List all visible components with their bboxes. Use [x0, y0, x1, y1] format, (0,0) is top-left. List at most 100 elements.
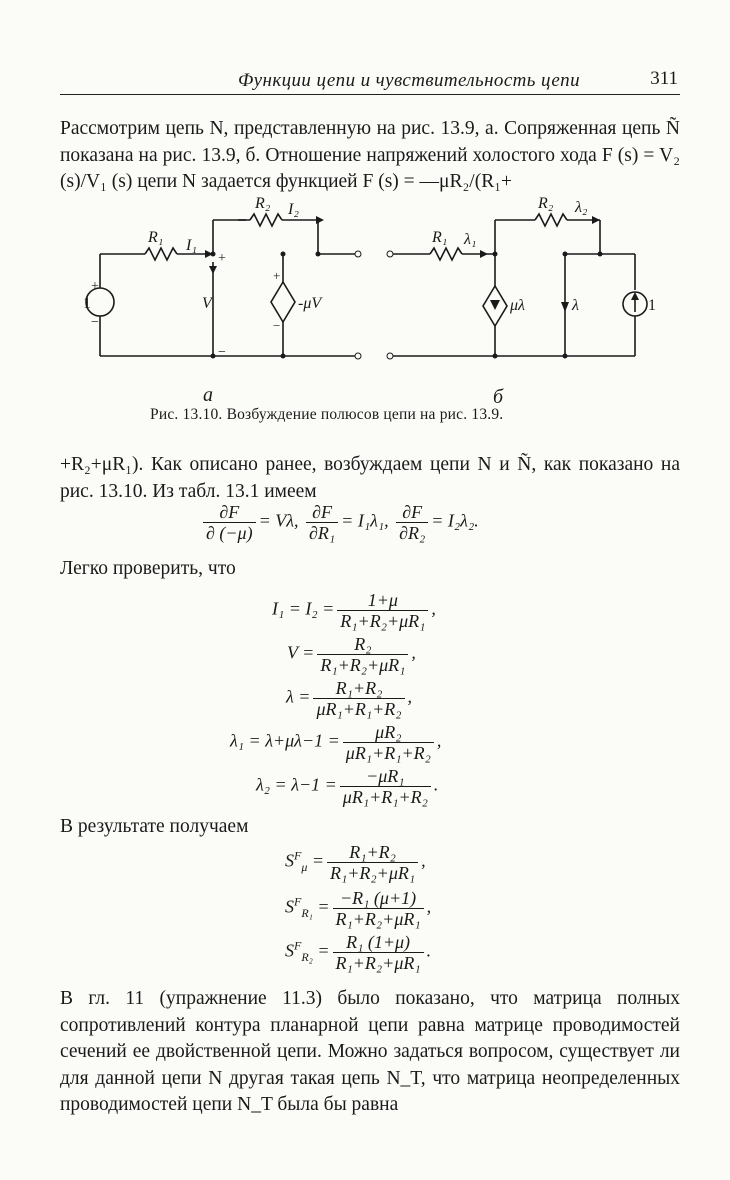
deriv-2-rhs: = I₁λ₁, — [341, 510, 389, 531]
deriv-1-rhs: = Vλ, — [258, 510, 299, 531]
deriv-3-rhs: = I₂λ₂. — [431, 510, 479, 531]
s2-sub: R₁ — [301, 906, 313, 921]
label-a-R2: R₂ — [254, 195, 271, 212]
eq2-num: R₂ — [354, 634, 372, 654]
deriv-2-den: ∂R₁ — [306, 522, 339, 543]
label-b-R2: R₂ — [537, 195, 554, 212]
label-b-lambda: λ — [571, 297, 579, 314]
eq4-den: μR₁+R₁+R₂ — [342, 742, 434, 763]
label-a-minus-2: − — [218, 345, 226, 360]
eq2-end: , — [411, 642, 416, 663]
label-b-R1: R₁ — [431, 229, 447, 246]
header-title: Функции цепи и чувствительность цепи — [238, 70, 580, 91]
s2-num: −R₁ (μ+1) — [340, 888, 417, 908]
s2-sup: F — [294, 894, 302, 909]
label-a-plus-2: + — [218, 251, 226, 266]
s3-num: R₁ (1+μ) — [346, 932, 411, 952]
eq4-end: , — [436, 730, 442, 751]
label-a-V: V — [202, 295, 214, 312]
s3-frac: R₁ (1+μ)R₁+R₂+μR₁ — [332, 932, 424, 973]
label-a-R1: R₁ — [147, 229, 163, 246]
derivatives-equation: ∂F∂ (−μ)= Vλ, ∂F∂R₁= I₁λ₁, ∂F∂R₂= I₂λ₂. — [200, 502, 479, 543]
s2-frac: −R₁ (μ+1)R₁+R₂+μR₁ — [332, 888, 424, 929]
paragraph-chapter11: В гл. 11 (упражнение 11.3) было показано… — [60, 988, 680, 1115]
figure-caption: Рис. 13.10. Возбуждение полюсов цепи на … — [150, 406, 504, 423]
circuit-figure: R₁ I₁ R₂ I₂ V -μV 1 + − + − + − R₁ λ₁ R₂… — [80, 192, 660, 422]
s3-sub: R₂ — [301, 950, 313, 965]
eq3-den: μR₁+R₁+R₂ — [313, 698, 405, 719]
label-a-plus-3: + — [273, 268, 280, 283]
deriv-1: ∂F∂ (−μ) — [203, 502, 256, 543]
paragraph-intro: Рассмотрим цепь N, представленную на рис… — [60, 118, 680, 192]
s1-sub: μ — [301, 860, 308, 875]
eq4-num: μR₂ — [375, 722, 402, 742]
eq1-den: R₁+R₂+μR₁ — [337, 610, 429, 631]
deriv-1-den: ∂ (−μ) — [203, 522, 256, 543]
s1-num: R₁+R₂ — [349, 842, 396, 862]
s1-lhs: S — [285, 850, 294, 871]
label-a-muV: -μV — [298, 295, 323, 312]
sensitivity-r1: SFR₁ =−R₁ (μ+1)R₁+R₂+μR₁, — [285, 888, 432, 929]
deriv-2-num: ∂F — [312, 502, 333, 522]
eq5-lhs: λ₂ = λ−1 = — [256, 774, 337, 795]
eq3-num: R₁+R₂ — [335, 678, 383, 698]
deriv-3-num: ∂F — [402, 502, 423, 522]
s1-sup: F — [294, 848, 302, 863]
deriv-2: ∂F∂R₁ — [306, 502, 339, 543]
s1-end: , — [421, 850, 426, 871]
subfigure-a-label: а — [203, 384, 213, 406]
subfigure-b-label: б — [493, 386, 504, 408]
eq5-end: . — [433, 774, 439, 795]
deriv-3-den: ∂R₂ — [396, 522, 429, 543]
eq3-lhs: λ = — [286, 686, 311, 707]
page-number: 311 — [650, 68, 678, 89]
paragraph-excitation: +R₂+μR₁). Как описано ранее, возбуждаем … — [60, 454, 680, 502]
paragraph-result: В результате получаем — [60, 816, 249, 837]
eq1-num: 1+μ — [367, 590, 398, 610]
label-b-source: 1 — [648, 297, 656, 314]
label-a-source: 1 — [83, 295, 91, 312]
s2-end: , — [426, 896, 432, 917]
eq3-end: , — [407, 686, 413, 707]
sensitivity-r2: SFR₂ =R₁ (1+μ)R₁+R₂+μR₁. — [285, 932, 432, 973]
circuit-diagrams: R₁ I₁ R₂ I₂ V -μV 1 + − + − + − R₁ λ₁ R₂… — [83, 195, 656, 360]
running-header: Функции цепи и чувствительность цепи 311 — [60, 68, 680, 95]
paragraph-easy-check: Легко проверить, что — [60, 558, 236, 579]
label-b-mulambda: μλ — [509, 297, 525, 314]
label-a-I1: I₁ — [185, 237, 197, 254]
eq2-den: R₁+R₂+μR₁ — [317, 654, 409, 675]
s2-lhs: S — [285, 896, 294, 917]
s3-sup: F — [294, 938, 302, 953]
eq5-num: −μR₁ — [366, 766, 405, 786]
s1-den: R₁+R₂+μR₁ — [327, 862, 419, 883]
s3-end: . — [426, 940, 432, 961]
label-b-l2: λ₂ — [574, 199, 588, 216]
deriv-1-num: ∂F — [219, 502, 240, 522]
eq4-lhs: λ₁ = λ+μλ−1 = — [230, 730, 340, 751]
eq5-den: μR₁+R₁+R₂ — [339, 786, 431, 807]
label-a-plus: + — [91, 279, 99, 294]
s2-den: R₁+R₂+μR₁ — [332, 908, 424, 929]
label-a-I2: I₂ — [287, 201, 299, 218]
eq1-end: , — [431, 598, 436, 619]
s3-den: R₁+R₂+μR₁ — [332, 952, 424, 973]
eq2-lhs: V = — [287, 642, 315, 663]
label-a-minus: − — [91, 315, 99, 330]
deriv-3: ∂F∂R₂ — [396, 502, 429, 543]
label-b-l1: λ₁ — [463, 231, 477, 248]
label-a-minus-3: − — [273, 318, 280, 333]
eq1-lhs: I₁ = I₂ = — [272, 598, 335, 619]
